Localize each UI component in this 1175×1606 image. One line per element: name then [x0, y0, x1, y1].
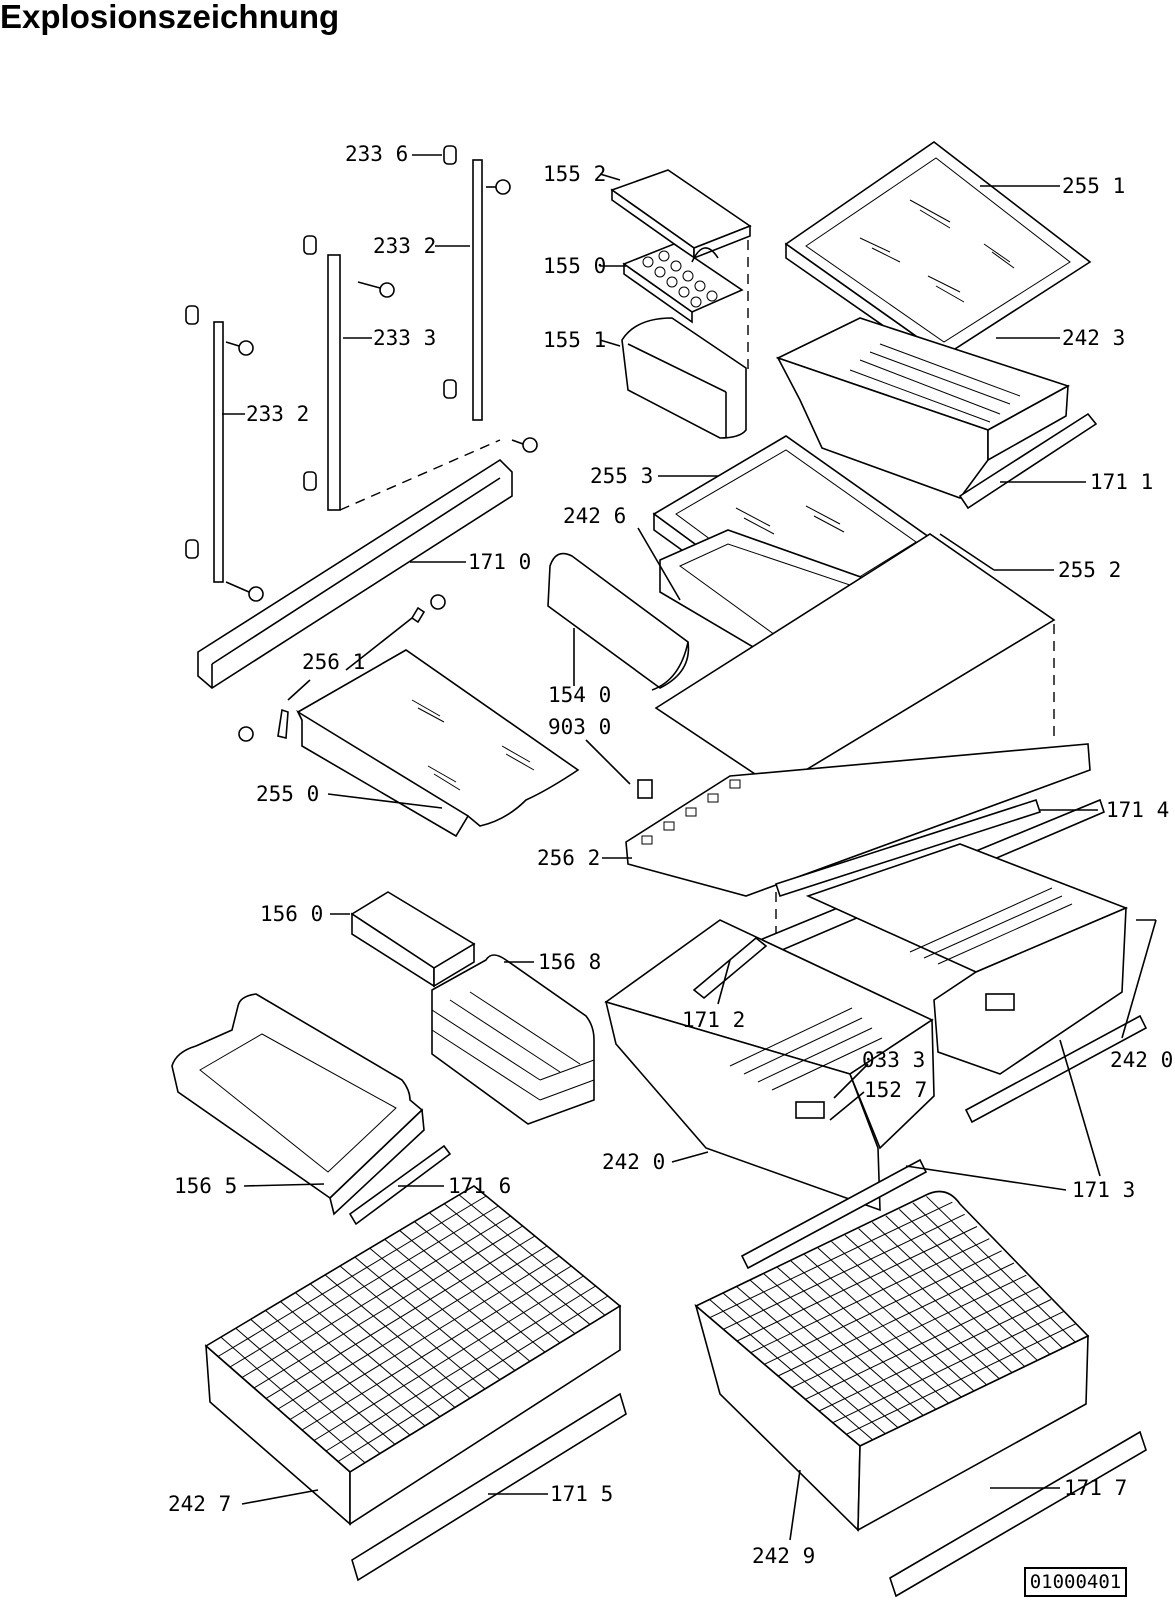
pin-903-0 — [637, 779, 653, 799]
trims-171-3 — [740, 1014, 1148, 1270]
callout-labels: 233 6 233 2 233 3 233 2 155 2 155 0 155 … — [168, 142, 1173, 1568]
trim-171-7 — [889, 1430, 1147, 1598]
callout-255-2: 255 2 — [1058, 558, 1121, 582]
callout-152-7: 152 7 — [864, 1078, 927, 1102]
callout-156-0: 156 0 — [260, 902, 323, 926]
callout-255-1: 255 1 — [1062, 174, 1125, 198]
egg-tray-155-0 — [622, 243, 744, 324]
callout-256-1: 256 1 — [302, 650, 365, 674]
callout-171-2: 171 2 — [682, 1008, 745, 1032]
trim-171-0 — [197, 458, 513, 689]
basket-242-9 — [694, 1190, 1090, 1532]
callout-242-0-left: 242 0 — [602, 1150, 665, 1174]
basket-242-7 — [204, 1185, 622, 1526]
trim-171-2 — [692, 936, 768, 1000]
crisper-242-3 — [775, 317, 1071, 499]
callout-033-3: 033 3 — [862, 1048, 925, 1072]
callout-154-0: 154 0 — [548, 683, 611, 707]
box-156-5 — [171, 993, 425, 1216]
trim-171-4 — [774, 798, 1042, 898]
callout-171-1: 171 1 — [1090, 470, 1153, 494]
callout-903-0: 903 0 — [548, 715, 611, 739]
callout-256-2: 256 2 — [537, 846, 600, 870]
callout-233-3: 233 3 — [373, 326, 436, 350]
callout-233-6: 233 6 — [345, 142, 408, 166]
callout-233-2-right: 233 2 — [373, 234, 436, 258]
callout-171-3: 171 3 — [1072, 1178, 1135, 1202]
leader-lines — [222, 154, 1157, 1541]
trim-171-1 — [958, 412, 1098, 510]
callout-242-9: 242 9 — [752, 1544, 815, 1568]
trim-171-6 — [348, 1144, 452, 1226]
callout-171-0: 171 0 — [468, 550, 531, 574]
drawing-code-box: 01000401 — [1024, 1567, 1127, 1597]
callout-242-6: 242 6 — [563, 504, 626, 528]
callout-155-1: 155 1 — [543, 328, 606, 352]
drawer-242-0-right — [805, 843, 1129, 1075]
callout-156-5: 156 5 — [174, 1174, 237, 1198]
box-155-1 — [621, 317, 747, 439]
callout-242-7: 242 7 — [168, 1492, 231, 1516]
callout-156-8: 156 8 — [538, 950, 601, 974]
callout-171-7: 171 7 — [1064, 1476, 1127, 1500]
rail-233-2-right — [443, 145, 538, 453]
rail-233-3 — [303, 235, 395, 511]
callout-255-0: 255 0 — [256, 782, 319, 806]
guide-154-0 — [547, 552, 690, 691]
ice-tray-156-0 — [350, 891, 476, 988]
callout-233-2-left: 233 2 — [246, 402, 309, 426]
callout-171-4: 171 4 — [1106, 798, 1169, 822]
callout-242-3: 242 3 — [1062, 326, 1125, 350]
callout-155-0: 155 0 — [543, 254, 606, 278]
clips-256-1 — [238, 594, 446, 742]
drawer-242-0-left — [604, 919, 935, 1212]
page-title: Explosionszeichnung — [0, 0, 340, 35]
rail-233-2-left — [185, 305, 264, 602]
callout-242-0-right: 242 0 — [1110, 1048, 1173, 1072]
wire-rack-156-8 — [431, 954, 595, 1125]
callout-155-2: 155 2 — [543, 162, 606, 186]
glass-shelf-255-0 — [296, 649, 580, 838]
trim-171-5 — [351, 1392, 627, 1582]
callout-255-3: 255 3 — [590, 464, 653, 488]
butter-lid-155-2 — [610, 169, 752, 260]
callout-171-6: 171 6 — [448, 1174, 511, 1198]
callout-171-5: 171 5 — [550, 1482, 613, 1506]
